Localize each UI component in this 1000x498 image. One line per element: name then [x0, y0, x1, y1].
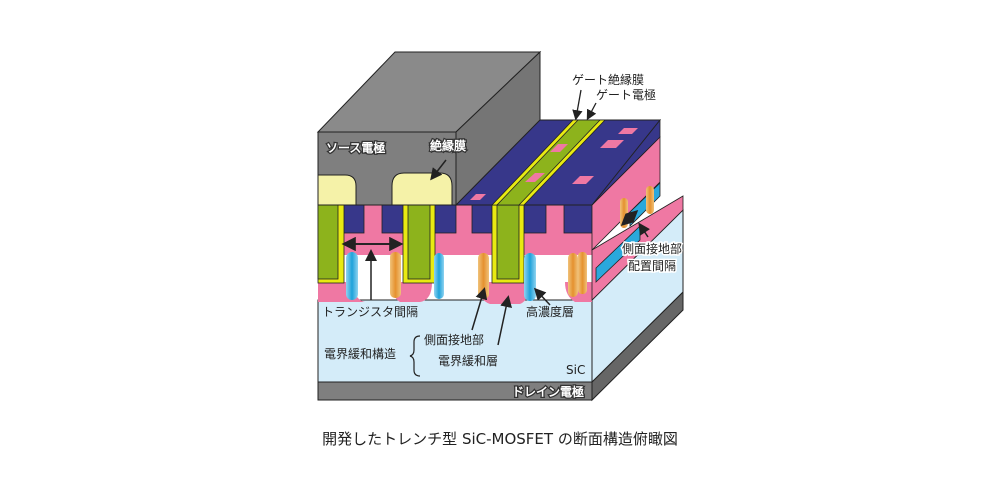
label-side-ground-spacing-2: 配置間隔 — [628, 259, 676, 273]
field-relief-brace — [409, 335, 421, 377]
label-gate-insulating-film: ゲート絶縁膜 — [572, 72, 644, 87]
label-field-relief-structure: 電界緩和構造 — [324, 347, 396, 361]
gate-trench-center — [491, 204, 525, 284]
insulating-film — [317, 172, 453, 206]
label-source-electrode: ソース電極 — [326, 140, 385, 155]
gate-trench-left — [317, 204, 345, 284]
label-side-ground: 側面接地部 — [424, 332, 484, 347]
annotation-arrows — [341, 89, 650, 346]
label-drain-electrode: ドレイン電極 — [512, 384, 584, 399]
label-high-concentration-layer: 高濃度層 — [526, 304, 574, 319]
diagram-caption: 開発したトレンチ型 SiC-MOSFET の断面構造俯瞰図 — [322, 430, 678, 448]
label-gate-electrode: ゲート電極 — [596, 87, 656, 102]
drain-electrode — [317, 290, 684, 402]
label-side-ground-spacing-1: 側面接地部 — [622, 241, 682, 256]
label-insulating-film: 絶縁膜 — [430, 138, 466, 153]
n-plus-source-regions — [341, 204, 593, 234]
gate-trench-mid-left — [402, 204, 436, 284]
high-concentration-layers — [346, 252, 536, 301]
top-surface — [454, 119, 662, 206]
label-transistor-spacing: トランジスタ間隔 — [322, 305, 418, 319]
label-field-relief-layer: 電界緩和層 — [438, 354, 498, 368]
side-ground-regions — [390, 252, 587, 299]
label-sic: SiC — [566, 363, 585, 377]
